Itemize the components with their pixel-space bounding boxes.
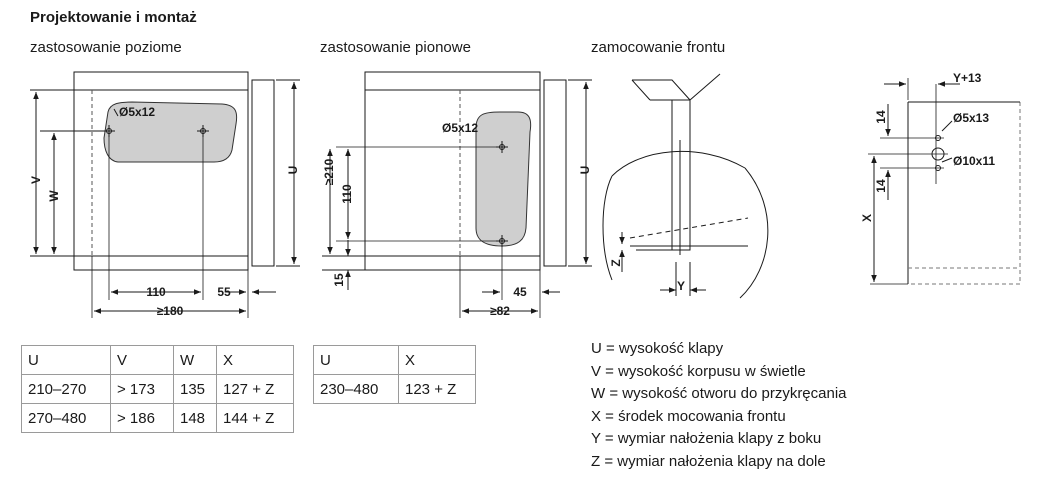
label-hole-5: Ø5x13: [953, 111, 989, 125]
legend: U = wysokość klapy V = wysokość korpusu …: [591, 338, 847, 474]
table-cell: > 186: [110, 403, 174, 433]
drawing-horizontal: [30, 71, 300, 318]
label-14-bottom: 14: [874, 179, 888, 193]
table-header-row: U X: [313, 345, 476, 375]
table-header-row: U V W X: [21, 345, 294, 375]
legend-item: W = wysokość otworu do przykręcania: [591, 385, 847, 403]
flap-front: [251, 79, 275, 267]
label-w: W: [47, 190, 61, 202]
label-14-top: 14: [874, 110, 888, 124]
drawing-vertical: [322, 71, 592, 318]
label-180: ≥180: [157, 304, 184, 318]
table-cell: 123 + Z: [398, 374, 476, 404]
label-u: U: [286, 166, 300, 175]
subtitle-front: zamocowanie frontu: [591, 39, 726, 56]
table-row: 230–480 123 + Z: [313, 374, 476, 404]
table-horizontal: U V W X 210–270 > 173 135 127 + Z 270–48…: [21, 345, 294, 433]
label-y13: Y+13: [953, 71, 982, 85]
label-hole: Ø5x12: [119, 105, 155, 119]
label-x: X: [860, 214, 874, 222]
table-cell: 148: [173, 403, 217, 433]
label-y: Y: [677, 279, 685, 293]
table-header-cell: V: [110, 345, 174, 375]
legend-item: Y = wymiar nałożenia klapy z boku: [591, 430, 822, 448]
cabinet-outline: [73, 71, 249, 271]
label-hole: Ø5x12: [442, 121, 478, 135]
label-u: U: [578, 166, 592, 175]
legend-item: Z = wymiar nałożenia klapy na dole: [591, 452, 826, 470]
table-header-cell: U: [21, 345, 111, 375]
label-15: 15: [332, 273, 346, 287]
table-cell: 270–480: [21, 403, 111, 433]
drawing-detail: [868, 78, 1021, 285]
legend-item: V = wysokość korpusu w świetle: [591, 362, 806, 380]
technical-drawings: Ø5x12 V W U 110 55 ≥180 Ø5x12 ≥210 110 1…: [29, 71, 1021, 318]
flap-front: [543, 79, 567, 267]
table-header-cell: X: [398, 345, 476, 375]
table-cell: > 173: [110, 374, 174, 404]
label-55: 55: [217, 285, 231, 299]
page-title: Projektowanie i montaż: [30, 9, 197, 26]
label-45: 45: [513, 285, 527, 299]
label-82: ≥82: [490, 304, 510, 318]
cabinet-outline: [364, 71, 541, 271]
table-header-cell: W: [173, 345, 217, 375]
label-210: ≥210: [322, 158, 336, 185]
table-row: 270–480 > 186 148 144 + Z: [21, 403, 294, 433]
table-vertical: U X 230–480 123 + Z: [313, 345, 476, 404]
legend-item: U = wysokość klapy: [591, 340, 724, 357]
table-row: 210–270 > 173 135 127 + Z: [21, 374, 294, 404]
label-110: 110: [146, 285, 166, 299]
label-v: V: [29, 176, 43, 184]
label-110: 110: [340, 184, 354, 204]
lift-mechanism-shape: [103, 101, 238, 163]
label-z: Z: [609, 259, 623, 266]
table-cell: 127 + Z: [216, 374, 294, 404]
subtitle-horizontal: zastosowanie poziome: [30, 39, 182, 56]
drawing-front-fixing: [602, 73, 769, 299]
table-header-cell: X: [216, 345, 294, 375]
table-cell: 144 + Z: [216, 403, 294, 433]
table-cell: 230–480: [313, 374, 399, 404]
table-cell: 135: [173, 374, 217, 404]
table-cell: 210–270: [21, 374, 111, 404]
table-header-cell: U: [313, 345, 399, 375]
legend-item: X = środek mocowania frontu: [591, 407, 786, 425]
label-hole-10: Ø10x11: [953, 154, 995, 168]
subtitle-vertical: zastosowanie pionowe: [320, 39, 471, 56]
lift-mechanism-shape: [475, 111, 532, 247]
